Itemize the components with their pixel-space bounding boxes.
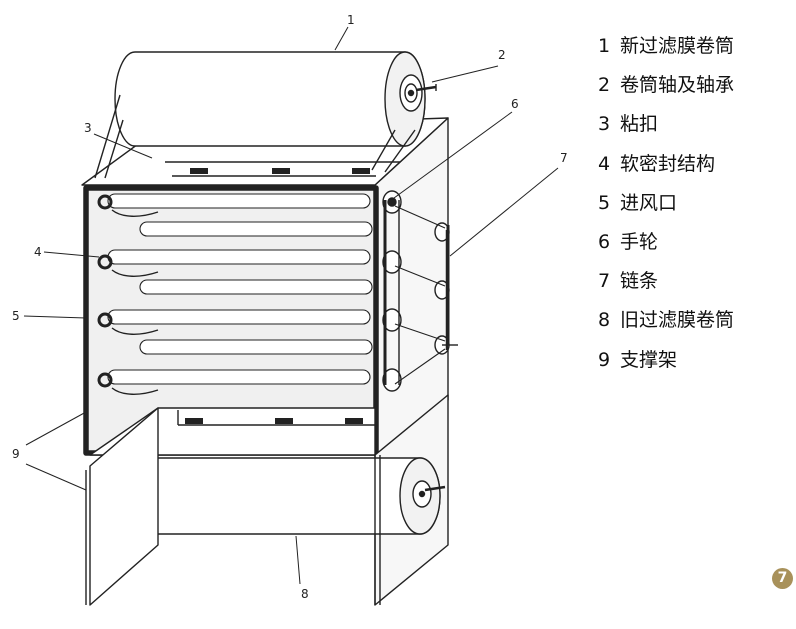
callout-2: 2 xyxy=(498,48,506,62)
soft-seal xyxy=(97,194,159,395)
velcro-strips-top xyxy=(190,168,370,174)
new-filter-roll xyxy=(94,51,437,179)
figure-number-badge: 7 xyxy=(772,568,793,589)
callout-3: 3 xyxy=(84,121,92,135)
callout-4: 4 xyxy=(34,245,42,259)
callout-1: 1 xyxy=(347,13,355,27)
hand-wheel xyxy=(387,197,397,207)
support-frame xyxy=(85,407,381,606)
old-filter-roll xyxy=(119,457,446,535)
callout-9: 9 xyxy=(12,447,20,461)
callout-6: 6 xyxy=(511,97,519,111)
callout-7: 7 xyxy=(560,151,568,165)
callout-8: 8 xyxy=(301,587,309,601)
velcro-strips-bottom xyxy=(185,418,363,424)
leader-lines xyxy=(23,26,559,585)
callout-numbers: 1 2 3 4 5 6 7 8 9 xyxy=(12,13,568,601)
callout-5: 5 xyxy=(12,309,20,323)
